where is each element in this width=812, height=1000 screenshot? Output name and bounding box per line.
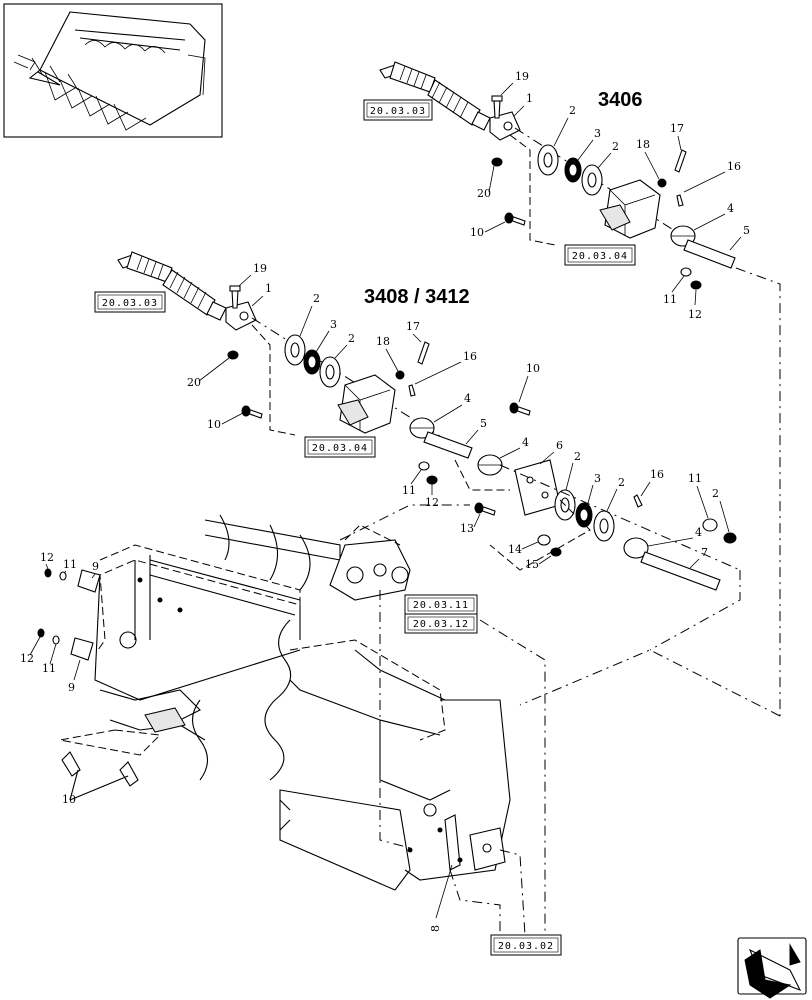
callout-12: 12 <box>40 551 54 564</box>
callout-12: 12 <box>688 308 702 321</box>
callout-11: 11 <box>402 484 416 497</box>
callout-11: 11 <box>663 293 677 306</box>
callout-16: 16 <box>463 350 477 363</box>
svg-text:20.03.03: 20.03.03 <box>102 298 158 309</box>
svg-text:20.03.03: 20.03.03 <box>370 106 426 117</box>
svg-text:20.03.04: 20.03.04 <box>572 251 628 262</box>
callouts-lower: 19 1 2 3 2 18 17 16 10 20 10 4 5 11 12 <box>187 262 540 509</box>
callout-4: 4 <box>695 526 702 539</box>
header-thumbnail <box>3 3 223 138</box>
callout-7: 7 <box>701 546 708 559</box>
bracket-parts-left <box>37 568 101 661</box>
callout-3: 3 <box>594 127 601 140</box>
nav-arrow-icon[interactable] <box>737 937 807 999</box>
callout-16: 16 <box>650 468 664 481</box>
callout-15: 15 <box>525 558 539 571</box>
callout-2: 2 <box>612 140 619 153</box>
svg-text:20.03.12: 20.03.12 <box>413 619 469 630</box>
upper-assembly-3406 <box>379 61 781 716</box>
callout-16: 16 <box>727 160 741 173</box>
callout-9: 9 <box>68 681 75 694</box>
callout-6: 6 <box>556 439 563 452</box>
model-label-lower: 3408 / 3412 <box>364 286 470 308</box>
callout-18: 18 <box>376 335 390 348</box>
callout-2: 2 <box>618 476 625 489</box>
callout-1: 1 <box>265 282 272 295</box>
callout-17: 17 <box>406 320 420 333</box>
callout-4: 4 <box>464 392 471 405</box>
callout-11: 11 <box>42 662 56 675</box>
ref-box-upper-gearbox[interactable]: 20.03.04 <box>564 244 636 266</box>
lower-assembly-3408-3412 <box>117 251 741 591</box>
callout-10: 10 <box>526 362 540 375</box>
callout-18: 18 <box>636 138 650 151</box>
callout-20: 20 <box>187 376 201 389</box>
callouts-right: 4 6 2 3 2 16 11 2 13 14 15 4 7 <box>460 436 730 571</box>
callout-2: 2 <box>348 332 355 345</box>
callout-13: 13 <box>460 522 474 535</box>
callout-12: 12 <box>425 496 439 509</box>
callout-1: 1 <box>526 92 533 105</box>
callout-5: 5 <box>480 417 487 430</box>
ref-box-lower-gearbox[interactable]: 20.03.04 <box>304 436 376 458</box>
callout-11: 11 <box>688 472 702 485</box>
callout-3: 3 <box>594 472 601 485</box>
callout-12: 12 <box>20 652 34 665</box>
svg-text:20.03.11: 20.03.11 <box>413 600 469 611</box>
callout-2: 2 <box>712 487 719 500</box>
ref-box-bottom[interactable]: 20.03.02 <box>490 934 562 956</box>
callout-4: 4 <box>522 436 529 449</box>
callout-9: 9 <box>92 560 99 573</box>
ref-box-drive-a[interactable]: 20.03.11 <box>404 594 478 615</box>
callout-4: 4 <box>727 202 734 215</box>
callout-20: 20 <box>477 187 491 200</box>
callout-14: 14 <box>508 543 522 556</box>
callout-19: 19 <box>515 70 529 83</box>
callout-8: 8 <box>429 925 442 932</box>
header-frame <box>59 499 781 936</box>
ref-box-upper-left[interactable]: 20.03.03 <box>363 99 433 121</box>
callout-3: 3 <box>330 318 337 331</box>
model-label-upper: 3406 <box>598 89 643 111</box>
callout-10: 10 <box>207 418 221 431</box>
callout-19: 19 <box>253 262 267 275</box>
callout-5: 5 <box>743 224 750 237</box>
ref-box-drive-b[interactable]: 20.03.12 <box>404 613 478 634</box>
callout-17: 17 <box>670 122 684 135</box>
svg-text:20.03.02: 20.03.02 <box>498 941 554 952</box>
callout-10: 10 <box>62 793 76 806</box>
callout-2: 2 <box>574 450 581 463</box>
callout-10: 10 <box>470 226 484 239</box>
svg-text:20.03.04: 20.03.04 <box>312 443 368 454</box>
callout-2: 2 <box>569 104 576 117</box>
callouts-frame: 12 11 9 12 11 9 10 8 <box>20 551 453 932</box>
callout-11: 11 <box>63 558 77 571</box>
ref-box-lower-left[interactable]: 20.03.03 <box>94 291 166 313</box>
callout-2: 2 <box>313 292 320 305</box>
callouts-upper: 19 1 2 3 2 18 17 16 4 5 20 10 11 12 <box>470 70 750 321</box>
